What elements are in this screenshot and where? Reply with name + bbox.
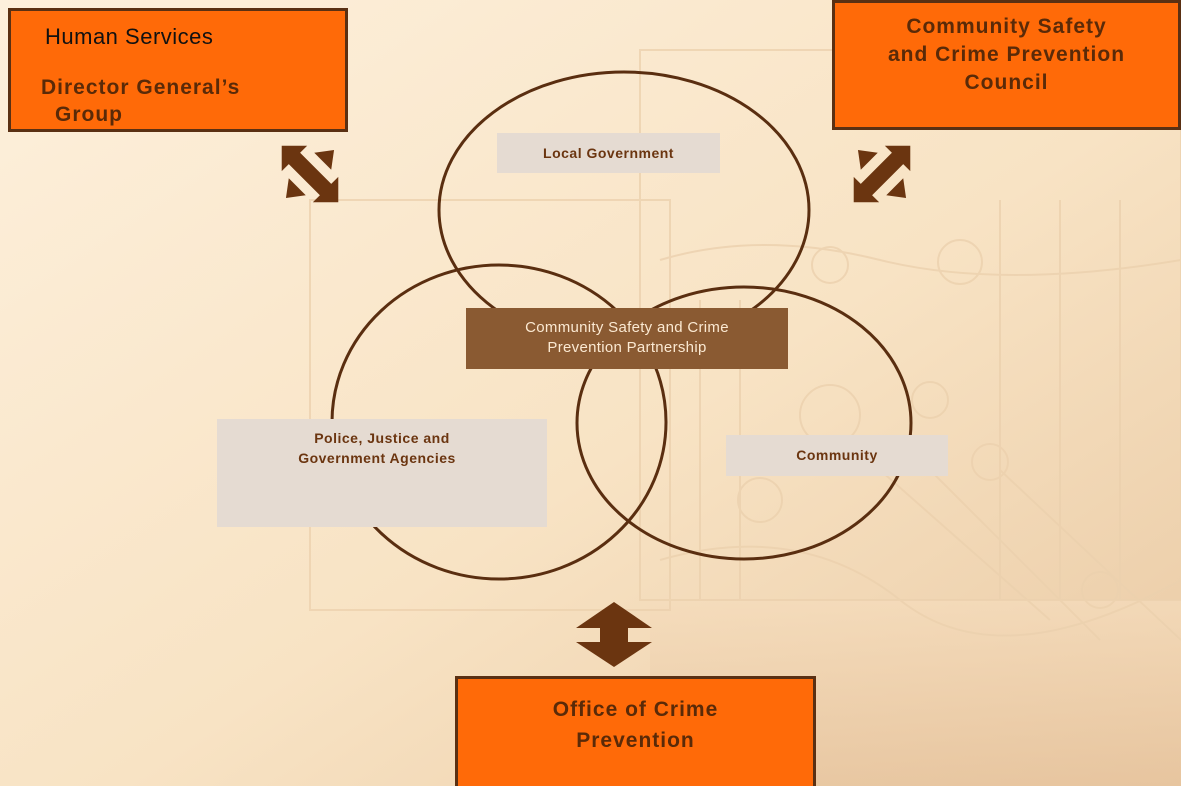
- council-line-1: Community Safety: [906, 15, 1107, 38]
- four-way-arrow-icon: [853, 145, 911, 203]
- label-police-justice: Police, Justice and Government Agencies: [217, 419, 547, 527]
- council-line-3: Council: [964, 71, 1049, 94]
- partnership-box: Community Safety and Crime Prevention Pa…: [466, 308, 788, 369]
- council-line-2: and Crime Prevention: [887, 43, 1126, 66]
- office-line-1: Office of Crime: [552, 698, 719, 721]
- police-line-1: Police, Justice and: [314, 430, 450, 446]
- label-community: Community: [726, 435, 948, 476]
- label-local-government: Local Government: [497, 133, 720, 173]
- box-council: Community Safety and Crime Prevention Co…: [832, 0, 1181, 130]
- vertical-double-arrow-icon: [576, 602, 652, 667]
- local-government-text: Local Government: [543, 145, 674, 161]
- community-text: Community: [796, 447, 878, 463]
- human-services-title: Human Services: [45, 24, 214, 49]
- director-general-line: Director General’s: [41, 76, 241, 99]
- circle-community: [575, 285, 913, 561]
- office-line-2: Prevention: [576, 729, 695, 752]
- circle-local-government: [437, 70, 811, 350]
- partnership-line-2: Prevention Partnership: [547, 339, 707, 356]
- box-office-crime-prevention: Office of Crime Prevention: [455, 676, 816, 786]
- director-general-group-line: Group: [55, 103, 123, 126]
- four-way-arrow-icon: [281, 145, 339, 203]
- police-line-2: Government Agencies: [298, 450, 456, 466]
- partnership-line-1: Community Safety and Crime: [525, 319, 729, 336]
- box-human-services: Human Services Director General’s Group: [8, 8, 348, 132]
